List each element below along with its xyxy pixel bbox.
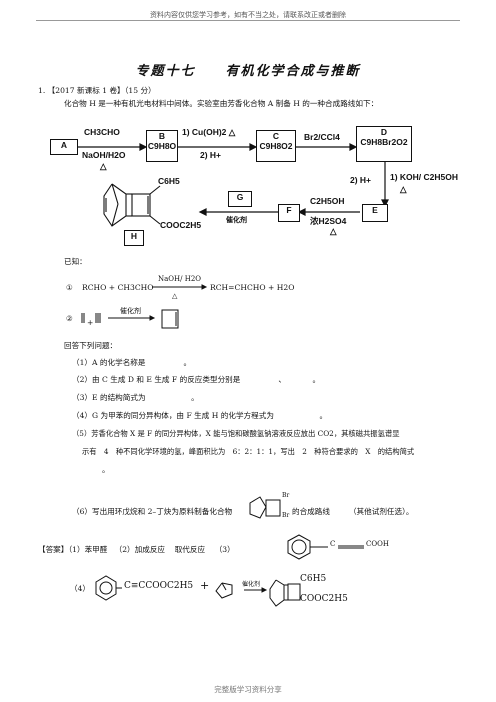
reagent-naoh: NaOH/H2O [82, 150, 126, 160]
scheme-arrows [78, 143, 389, 227]
compound-g: G [228, 191, 252, 207]
compound-h: H [124, 230, 144, 246]
question-5-line2: 示有 4 种不同化学环境的氢，峰面积比为 6：2：1：1，写出 2 种符合要求的… [82, 447, 415, 456]
q6-bromo-2: Br [282, 512, 290, 519]
compound-a: A [50, 139, 78, 155]
reagent-bromine: Br2/CCl4 [304, 132, 340, 142]
reagent-sulfuric: 浓H2SO4 [310, 216, 347, 226]
question-2: （2）由 C 生成 D 和 E 生成 F 的反应类型分别是 、 。 [72, 375, 321, 384]
question-intro: 化合物 H 是一种有机光电材料中间体。实验室由芳香化合物 A 制备 H 的一种合… [64, 99, 379, 108]
answer-prefix: 【答案】 [38, 545, 69, 554]
known-eq1-heat: △ [172, 292, 178, 300]
compound-d-label: D [380, 127, 388, 137]
compound-f: F [278, 204, 300, 222]
question-5-line3: 。 [102, 465, 110, 474]
answer-2b: 取代反应 [174, 545, 206, 554]
answer-1: （1）苯甲醛 [68, 545, 108, 554]
compound-c-formula: C9H8O2 [259, 141, 293, 151]
answer-4-ester: C≡CCOOC2H5 [124, 581, 194, 591]
question-6-left: （6）写出用环戊烷和 2–丁炔为原料制备化合物 [72, 507, 233, 516]
reagent-acetaldehyde: CH3CHO [84, 127, 120, 137]
compound-h-structure [103, 183, 161, 227]
answer-line-1: 【答案】（1）苯甲醛 （2）加成反应 取代反应 （3） [38, 544, 235, 555]
answer-3-c: C [330, 540, 336, 548]
reagent-ethanol: C2H5OH [310, 196, 345, 206]
compound-h-phenyl: C6H5 [158, 176, 180, 186]
compound-d-formula: C9H8Br2O2 [360, 137, 408, 147]
answer-4-catalyst: 催化剂 [242, 581, 261, 588]
compound-c-label: C [272, 131, 280, 141]
question-1: （1）A 的化学名称是 。 [72, 358, 192, 367]
question-5-line1: （5）芳香化合物 X 是 F 的同分异构体，X 能与饱和碳酸氢钠溶液反应放出 C… [72, 429, 400, 438]
question-source: 【2017 新课标 1 卷】（15 分） [47, 86, 156, 95]
known-eq1-condition: NaOH/ H2O [158, 275, 202, 283]
known-eq1-reactants: RCHO + CH3CHO [82, 283, 154, 292]
compound-h-ester: COOC2H5 [160, 220, 202, 230]
reagent-koh: 1) KOH/ C2H5OH [390, 172, 459, 182]
compound-b-formula: C9H8O [147, 141, 177, 151]
answer-4: （4） [70, 584, 91, 593]
heat-symbol-2: △ [400, 184, 407, 194]
known-eq2-plus: + [87, 318, 94, 327]
answer-4-phenyl: C6H5 [300, 574, 327, 584]
compound-c: C C9H8O2 [256, 130, 296, 162]
known-eq2-catalyst: 催化剂 [120, 307, 141, 315]
answer-4-product-ester: COOC2H5 [300, 594, 348, 604]
compound-b-label: B [158, 131, 166, 141]
question-heading: 1. 【2017 新课标 1 卷】（15 分） [38, 85, 156, 96]
questions-lead: 回答下列问题： [64, 341, 118, 350]
reagent-acid: 2) H+ [200, 150, 222, 160]
question-4: （4）G 为甲苯的同分异构体，由 F 生成 H 的化学方程式为 。 [72, 411, 328, 420]
answer-4-plus: + [200, 579, 210, 592]
heat-symbol-3: △ [330, 226, 337, 236]
reagent-acid-2: 2) H+ [350, 175, 372, 185]
answer-2: （2）加成反应 [114, 545, 166, 554]
known-label: 已知： [64, 257, 87, 266]
q6-bromo-1: Br [282, 492, 290, 499]
known-eq1-number: ① [66, 283, 73, 292]
question-number: 1. [38, 86, 46, 95]
reagent-cuoh2: 1) Cu(OH)2 △ [182, 127, 236, 137]
header-divider [36, 20, 460, 21]
question-6-right: 的合成路线 （其他试剂任选）。 [292, 507, 414, 516]
footer-note: 完整版学习资料分享 [214, 685, 282, 694]
known-eq2-number: ② [66, 314, 73, 323]
compound-d: D C9H8Br2O2 [356, 126, 412, 162]
heat-symbol: △ [100, 161, 107, 171]
question-3: （3）E 的结构简式为 。 [72, 393, 199, 402]
answer-3: （3） [214, 545, 235, 554]
compound-e: E [362, 204, 388, 222]
header-note: 资料内容仅供您学习参考，如有不当之处，请联系改正或者删除 [150, 11, 346, 19]
answer-3-cooh: COOH [366, 540, 389, 548]
reagent-catalyst: 催化剂 [226, 217, 247, 224]
synthesis-scheme: A CH3CHO NaOH/H2O △ B C9H8O 1) Cu(OH)2 △… [0, 112, 496, 247]
page-title: 专题十七 有机化学合成与推断 [135, 64, 361, 79]
known-eq1-products: RCH=CHCHO + H2O [210, 283, 295, 292]
compound-b: B C9H8O [146, 130, 178, 162]
